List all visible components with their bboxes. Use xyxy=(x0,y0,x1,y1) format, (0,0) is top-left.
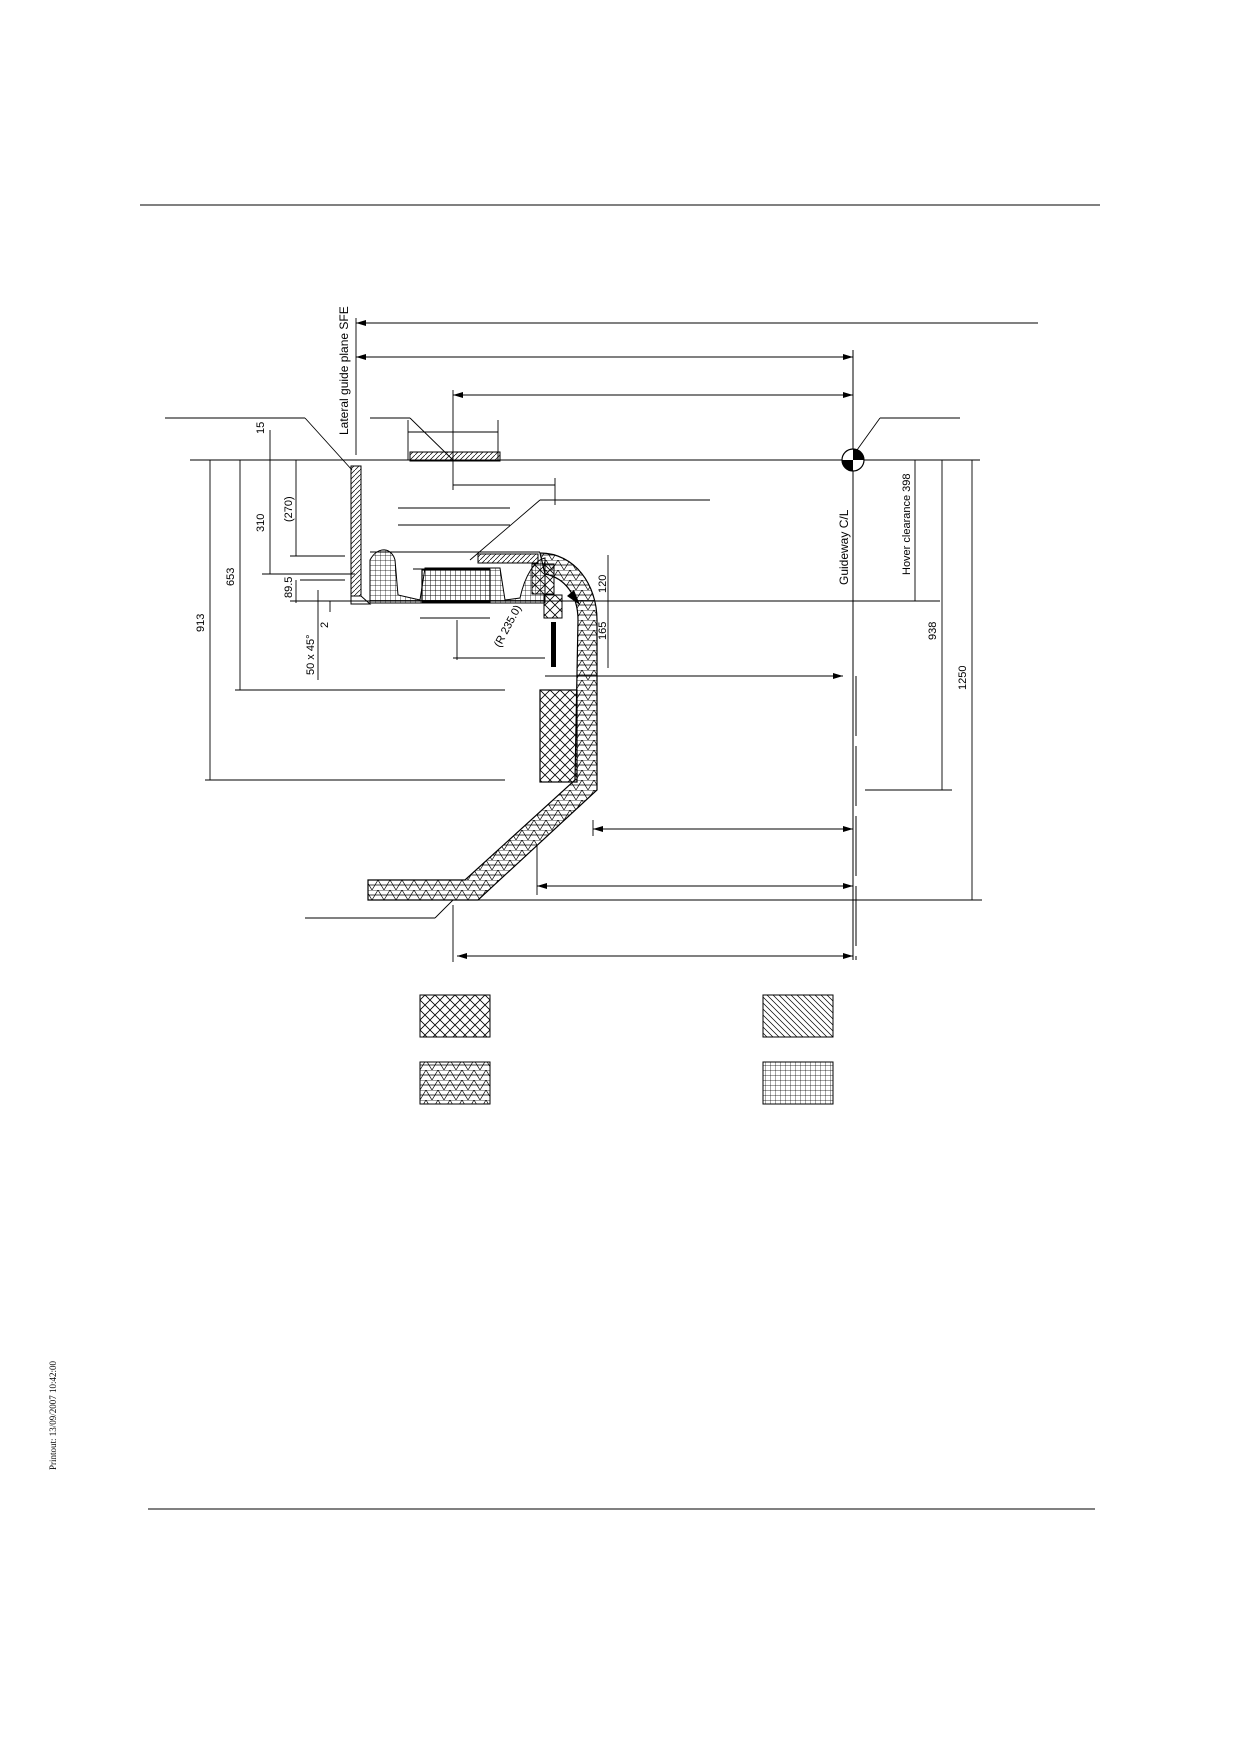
dim-310: 310 xyxy=(255,514,267,532)
lateral-guide-rail-base xyxy=(350,595,372,605)
dim-89-5: 89.5 xyxy=(283,577,295,598)
dim-270: (270) xyxy=(283,496,295,522)
dim-120: 120 xyxy=(597,575,609,593)
lateral-guide-plane-label: Lateral guide plane SFE xyxy=(337,306,351,435)
legend xyxy=(419,994,834,1105)
centre-of-gravity-icon xyxy=(841,448,865,472)
guide-plate xyxy=(409,451,501,462)
hover-clearance-label: Hover clearance 398 xyxy=(901,473,913,575)
dimension-arrows xyxy=(356,320,853,959)
legend-swatch-cross-hatch xyxy=(419,994,491,1038)
dim-2: 2 xyxy=(319,622,331,628)
top-dimension-lines xyxy=(356,322,1038,957)
guideway-cl-label: Guideway C/L xyxy=(837,509,851,585)
lateral-guide-rail xyxy=(350,465,362,597)
secondary-block xyxy=(543,594,563,619)
carrier-block xyxy=(539,689,578,783)
magnet-core xyxy=(421,569,491,603)
printout-text: Printout: 13/09/2007 10:42:00 xyxy=(48,1360,58,1470)
dim-1250: 1250 xyxy=(957,666,969,690)
radius-label: (R 235.0) xyxy=(492,603,524,649)
brake-block xyxy=(531,563,555,595)
printout-timestamp: Printout: 13/09/2007 10:42:00 xyxy=(48,1361,68,1490)
dim-938: 938 xyxy=(927,622,939,640)
magnet-top-plate xyxy=(477,553,539,564)
carrier-body xyxy=(367,552,598,901)
legend-swatch-triangle-grid xyxy=(419,1061,491,1105)
dim-15: 15 xyxy=(255,422,267,434)
legend-swatch-diagonal-hatch xyxy=(762,994,834,1038)
dim-50x45: 50 x 45° xyxy=(305,635,317,675)
radius-marker xyxy=(567,590,580,605)
dim-165: 165 xyxy=(597,622,609,640)
legend-swatch-square-grid xyxy=(762,1061,834,1105)
left-vertical-dimensions xyxy=(205,430,505,781)
extension-lines xyxy=(355,318,594,962)
dim-653: 653 xyxy=(225,568,237,586)
leader-lines xyxy=(165,417,960,919)
dim-913: 913 xyxy=(195,614,207,632)
right-vertical-dimensions xyxy=(468,460,982,901)
guide-pin xyxy=(551,622,556,667)
